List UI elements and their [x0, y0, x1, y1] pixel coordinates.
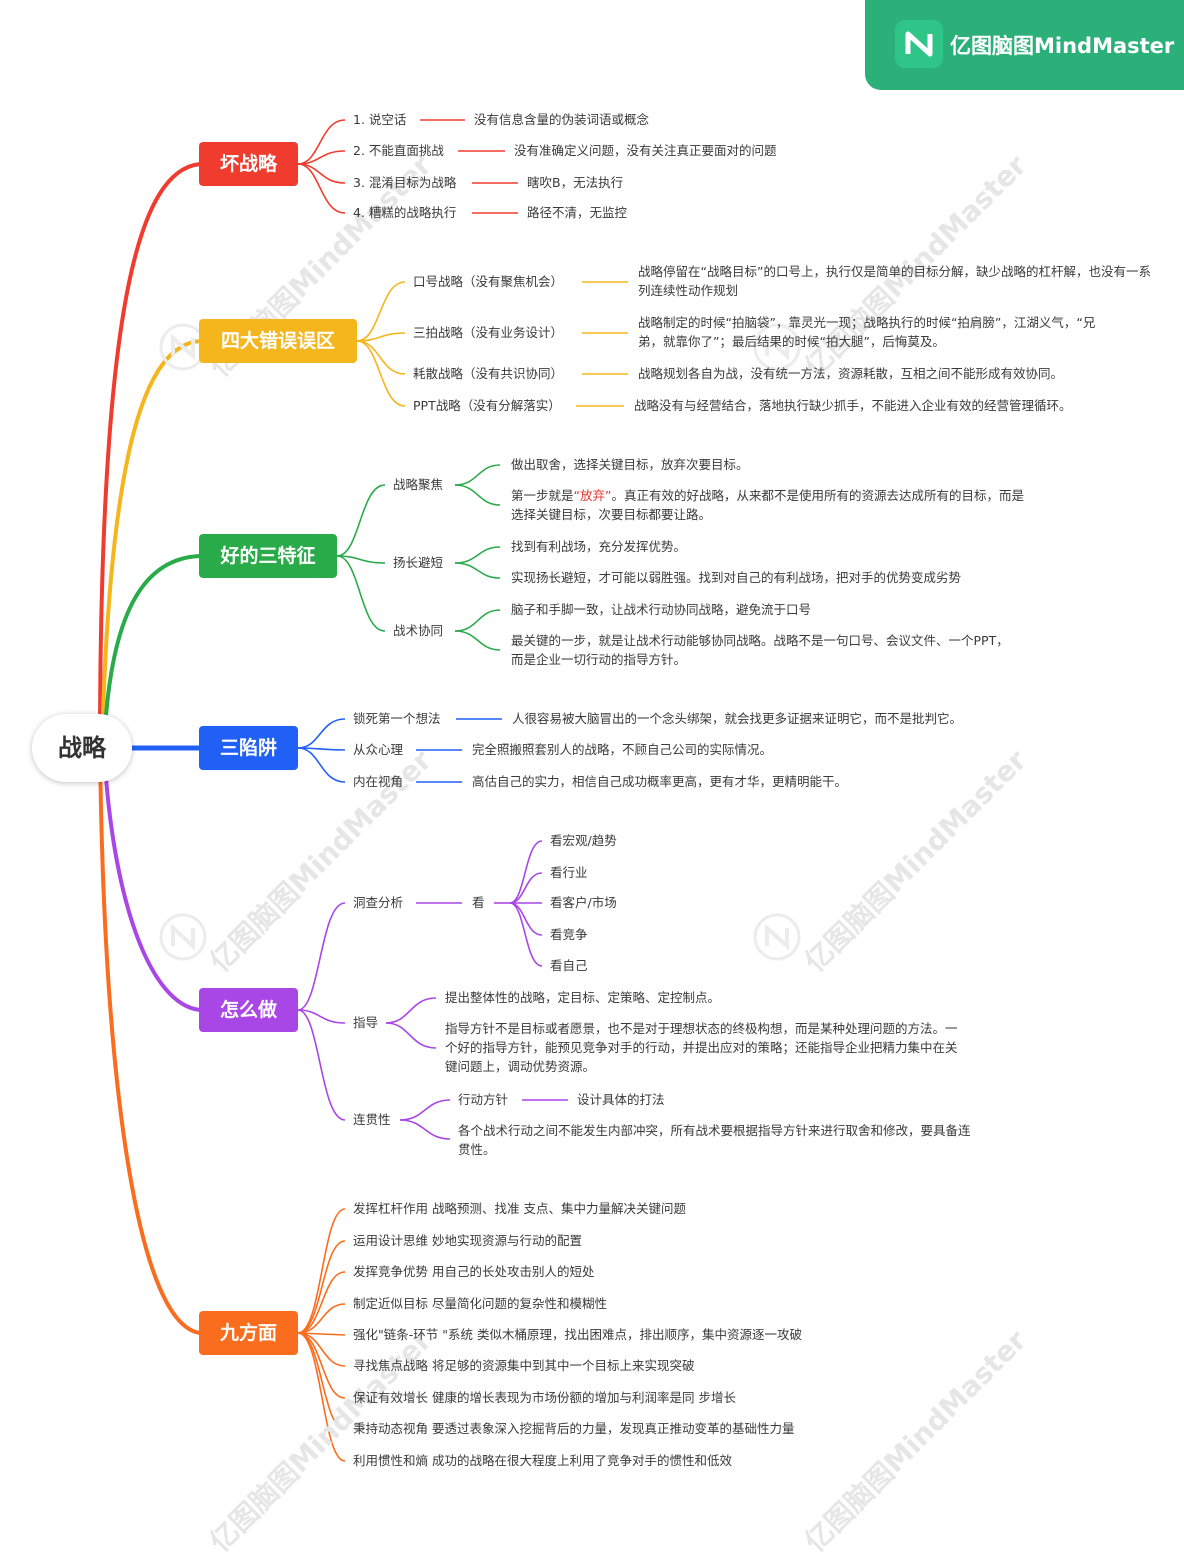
good-focus-name[interactable]: 战略聚焦: [393, 477, 444, 492]
how-look-item[interactable]: 看自己: [550, 958, 588, 973]
trap-3-desc[interactable]: 高估自己的实力，相信自己成功概率更高，更有才华，更精明能干。: [472, 774, 848, 789]
brand-banner: 亿图脑图MindMaster: [865, 0, 1184, 90]
how-coherence-action-desc[interactable]: 设计具体的打法: [577, 1092, 665, 1107]
how-survey-look[interactable]: 看: [472, 895, 485, 910]
how-guide-desc-1[interactable]: 提出整体性的战略，定目标、定策略、定控制点。: [445, 990, 721, 1005]
mistake-3-name[interactable]: 耗散战略（没有共识协同）: [413, 366, 564, 381]
good-strength-name[interactable]: 扬长避短: [393, 555, 444, 570]
nine-item[interactable]: 发挥竞争优势 用自己的长处攻击别人的短处: [353, 1264, 595, 1279]
branch-good-features[interactable]: 好的三特征: [199, 534, 337, 578]
nine-item[interactable]: 寻找焦点战略 将足够的资源集中到其中一个目标上来实现突破: [353, 1358, 695, 1373]
good-focus-desc-2[interactable]: 第一步就是“放弃”。真正有效的好战略，从来都不是使用所有的资源去达成所有的目标，…: [511, 488, 1024, 522]
mistake-4-desc[interactable]: 战略没有与经营结合，落地执行缺少抓手，不能进入企业有效的经营管理循环。: [634, 398, 1072, 413]
how-look-item[interactable]: 看宏观/趋势: [550, 833, 617, 848]
mistake-2-desc[interactable]: 战略制定的时候“拍脑袋”，靠灵光一现；战略执行的时候“拍肩膀”，江湖义气，“兄弟…: [638, 315, 1096, 349]
branch-bad-strategy[interactable]: 坏战略: [199, 142, 298, 186]
trap-2-desc[interactable]: 完全照搬照套别人的战略，不顾自己公司的实际情况。: [472, 742, 773, 757]
bad-item-4-name[interactable]: 4. 糟糕的战略执行: [353, 205, 457, 220]
how-look-item[interactable]: 看客户/市场: [550, 895, 617, 910]
nine-item[interactable]: 秉持动态视角 要透过表象深入挖掘背后的力量，发现真正推动变革的基础性力量: [353, 1421, 795, 1436]
good-coord-desc-2[interactable]: 最关键的一步，就是让战术行动能够协同战略。战略不是一句口号、会议文件、一个PPT…: [511, 633, 1009, 667]
nine-item[interactable]: 保证有效增长 健康的增长表现为市场份额的增加与利润率是同 步增长: [353, 1390, 736, 1405]
good-strength-desc-1[interactable]: 找到有利战场，充分发挥优势。: [511, 539, 687, 554]
mistake-1-desc[interactable]: 战略停留在“战略目标”的口号上，执行仅是简单的目标分解，缺少战略的杠杆解，也没有…: [638, 264, 1151, 298]
branch-nine-aspects[interactable]: 九方面: [199, 1311, 298, 1355]
bad-item-1-desc[interactable]: 没有信息含量的伪装词语或概念: [474, 112, 650, 127]
nine-item[interactable]: 利用惯性和熵 成功的战略在很大程度上利用了竞争对手的惯性和低效: [353, 1453, 732, 1468]
nine-item[interactable]: 发挥杠杆作用 战略预测、找准 支点、集中力量解决关键问题: [353, 1201, 686, 1216]
how-survey-name[interactable]: 洞查分析: [353, 895, 404, 910]
brand-name: 亿图脑图MindMaster: [950, 34, 1175, 58]
good-focus-desc-1[interactable]: 做出取舍，选择关键目标，放弃次要目标。: [511, 457, 749, 472]
mistake-3-desc[interactable]: 战略规划各自为战，没有统一方法，资源耗散，互相之间不能形成有效协同。: [638, 366, 1064, 381]
how-coherence-name[interactable]: 连贯性: [353, 1112, 391, 1127]
connector-lines: [98, 119, 628, 1462]
how-look-item[interactable]: 看行业: [550, 865, 588, 880]
mistake-1-name[interactable]: 口号战略（没有聚焦机会）: [413, 274, 564, 289]
mistake-2-name[interactable]: 三拍战略（没有业务设计）: [413, 325, 564, 340]
nine-item[interactable]: 强化"链条-环节 "系统 类似木桶原理，找出困难点，排出顺序，集中资源逐一攻破: [353, 1327, 802, 1342]
bad-item-3-desc[interactable]: 瞎吹B，无法执行: [527, 175, 624, 190]
good-coord-name[interactable]: 战术协同: [393, 623, 444, 638]
how-look-item[interactable]: 看竞争: [550, 927, 588, 942]
branch-how-to[interactable]: 怎么做: [199, 988, 298, 1032]
trap-1-name[interactable]: 锁死第一个想法: [353, 711, 441, 726]
bad-item-2-name[interactable]: 2. 不能直面挑战: [353, 143, 444, 158]
good-strength-desc-2[interactable]: 实现扬长避短，才可能以弱胜强。找到对自己的有利战场，把对手的优势变成劣势: [511, 570, 962, 585]
good-coord-desc-1[interactable]: 脑子和手脚一致，让战术行动协同战略，避免流于口号: [511, 602, 812, 617]
branch-four-mistakes[interactable]: 四大错误误区: [199, 319, 357, 363]
bad-item-2-desc[interactable]: 没有准确定义问题，没有关注真正要面对的问题: [514, 143, 777, 158]
bad-item-1-name[interactable]: 1. 说空话: [353, 112, 407, 127]
trap-3-name[interactable]: 内在视角: [353, 774, 404, 789]
mindmaster-logo-icon: [895, 20, 943, 68]
bad-item-4-desc[interactable]: 路径不清，无监控: [527, 205, 628, 220]
nine-item[interactable]: 制定近似目标 尽量简化问题的复杂性和模糊性: [353, 1296, 607, 1311]
how-guide-name[interactable]: 指导: [353, 1015, 379, 1030]
highlight-text: “放弃”: [573, 488, 612, 503]
nine-item[interactable]: 运用设计思维 妙地实现资源与行动的配置: [353, 1233, 582, 1248]
how-guide-desc-2[interactable]: 指导方针不是目标或者愿景，也不是对于理想状态的终极构想，而是某种处理问题的方法。…: [445, 1021, 958, 1074]
how-coherence-action[interactable]: 行动方针: [458, 1092, 509, 1107]
how-coherence-desc-2[interactable]: 各个战术行动之间不能发生内部冲突，所有战术要根据指导方针来进行取舍和修改，要具备…: [458, 1123, 971, 1157]
branch-three-traps[interactable]: 三陷阱: [199, 726, 298, 770]
trap-1-desc[interactable]: 人很容易被大脑冒出的一个念头绑架，就会找更多证据来证明它，而不是批判它。: [512, 711, 963, 726]
bad-item-3-name[interactable]: 3. 混淆目标为战略: [353, 175, 457, 190]
mistake-4-name[interactable]: PPT战略（没有分解落实）: [413, 398, 561, 413]
root-topic[interactable]: 战略: [32, 714, 132, 782]
trap-2-name[interactable]: 从众心理: [353, 742, 404, 757]
